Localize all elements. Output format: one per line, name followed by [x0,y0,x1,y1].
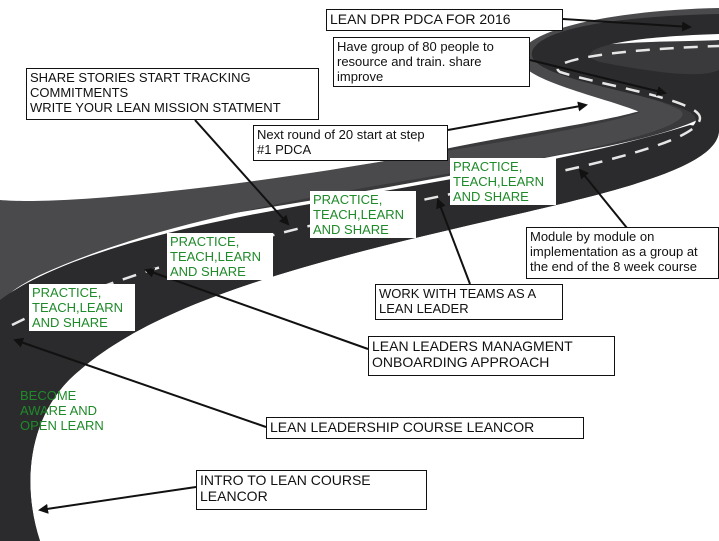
step-practice-1: PRACTICE, TEACH,LEARN AND SHARE [29,284,135,331]
step-practice-3: PRACTICE, TEACH,LEARN AND SHARE [310,191,416,238]
step-practice-4: PRACTICE, TEACH,LEARN AND SHARE [450,158,556,205]
step-practice-2: PRACTICE, TEACH,LEARN AND SHARE [167,233,273,280]
leadership-course-box: LEAN LEADERSHIP COURSE LEANCOR [266,417,584,439]
intro-course-box: INTRO TO LEAN COURSE LEANCOR [196,470,427,510]
onboarding-box: LEAN LEADERS MANAGMENT ONBOARDING APPROA… [368,336,615,376]
group80-box: Have group of 80 people to resource and … [333,37,530,87]
share-stories-box: SHARE STORIES START TRACKING COMMITMENTS… [26,68,319,120]
next-round-box: Next round of 20 start at step #1 PDCA [253,125,448,161]
module-box: Module by module on implementation as a … [526,227,719,279]
step-become-aware: BECOME AWARE AND OPEN LEARN [20,388,104,433]
work-teams-box: WORK WITH TEAMS AS A LEAN LEADER [375,284,563,320]
title-box: LEAN DPR PDCA FOR 2016 [326,9,563,31]
